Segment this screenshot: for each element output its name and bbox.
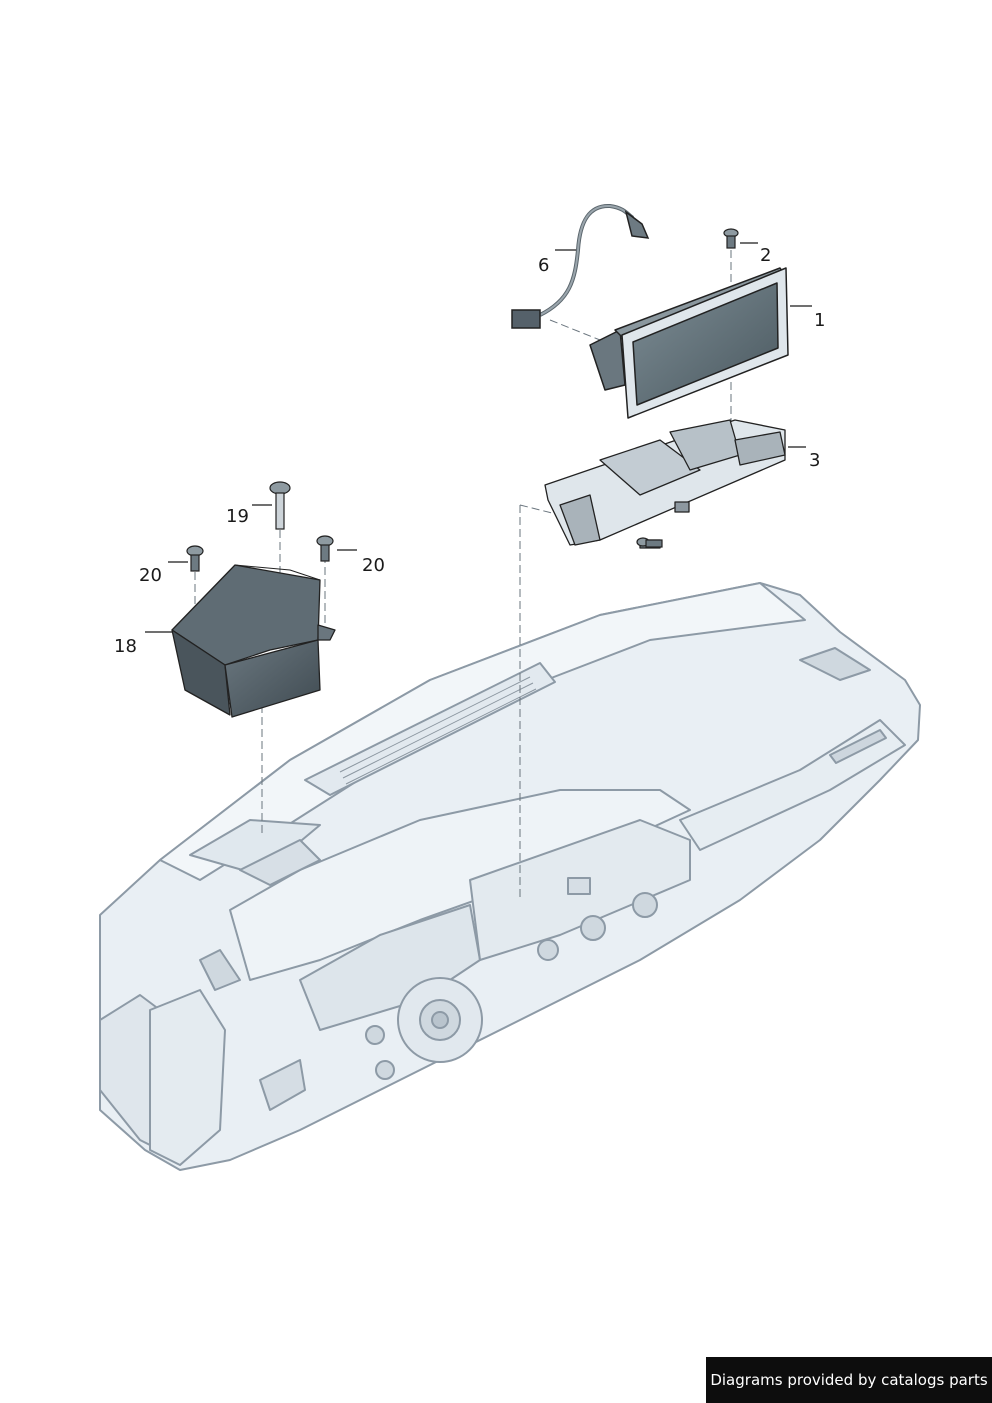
- callout-6: 6: [538, 255, 550, 276]
- loose-screw: [636, 537, 663, 548]
- screw-part-2: [723, 228, 739, 249]
- callout-2: 2: [760, 245, 772, 266]
- callout-20-right: 20: [362, 555, 385, 576]
- cable-harness: [511, 203, 650, 329]
- footer-banner: Diagrams provided by catalogs parts: [706, 1357, 992, 1403]
- callout-19: 19: [226, 506, 249, 527]
- mounting-bracket: [544, 419, 786, 549]
- control-unit: [171, 564, 336, 718]
- dashboard: [99, 582, 921, 1171]
- callout-20-left: 20: [139, 565, 162, 586]
- bolt-part-19: [269, 481, 291, 530]
- callout-1: 1: [814, 310, 826, 331]
- screw-part-20-left: [186, 545, 204, 572]
- callout-18: 18: [114, 636, 137, 657]
- leader-lines: [145, 242, 812, 633]
- screw-part-20-right: [316, 535, 334, 562]
- display-unit: [589, 267, 789, 419]
- callout-3: 3: [809, 450, 821, 471]
